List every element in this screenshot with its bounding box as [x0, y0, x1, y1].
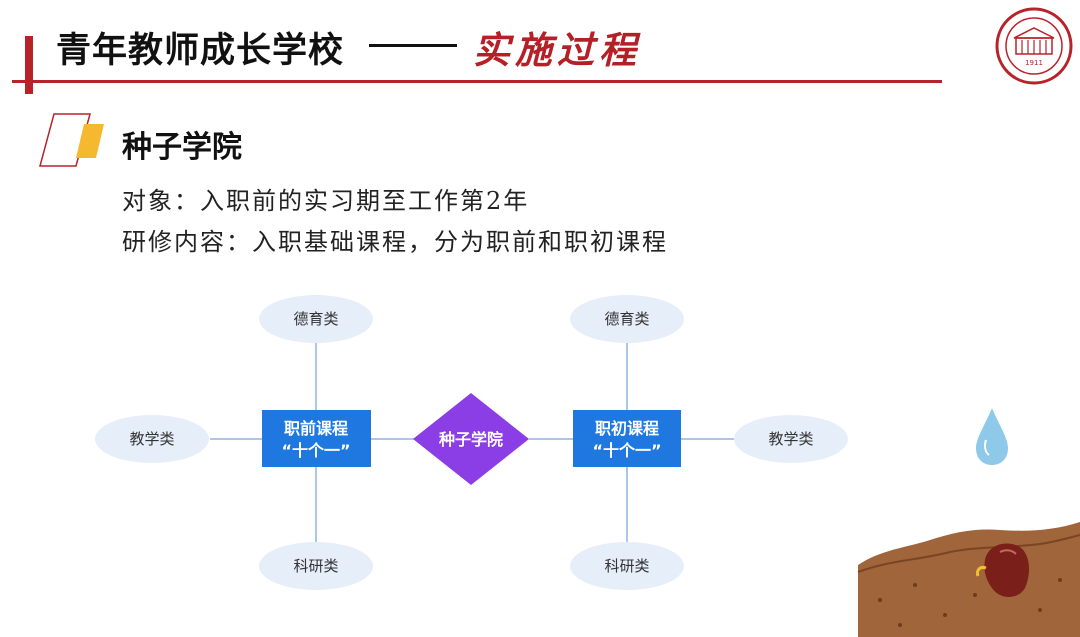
page-title: 青年教师成长学校 [56, 31, 345, 71]
title-dash [369, 44, 457, 47]
right-hub-line1: 职初课程 [595, 419, 659, 438]
left-hub-line1: 职前课程 [284, 419, 348, 438]
right-top-label: 德育类 [604, 310, 649, 328]
center-diamond: 种子学院 [413, 393, 529, 485]
right-hub-line2: “十个一” [592, 441, 661, 460]
section-parallelogram-icon [39, 113, 104, 167]
left-hub-box: 职前课程 “十个一” [262, 410, 371, 467]
right-bottom-oval: 科研类 [570, 542, 684, 590]
right-right-oval: 教学类 [734, 415, 848, 463]
center-label: 种子学院 [438, 430, 503, 449]
content-line: 研修内容：入职基础课程，分为职前和职初课程 [122, 228, 668, 256]
header-rule [12, 80, 942, 83]
left-bottom-oval: 科研类 [259, 542, 373, 590]
left-left-label: 教学类 [129, 430, 174, 448]
left-bottom-label: 科研类 [293, 557, 338, 575]
logo-year: 1911 [1025, 59, 1043, 67]
right-top-oval: 德育类 [570, 295, 684, 343]
right-hub-box: 职初课程 “十个一” [573, 410, 681, 467]
right-bottom-label: 科研类 [604, 557, 649, 575]
school-logo-icon: 1911 [995, 7, 1073, 85]
title-accent-bar [25, 36, 33, 94]
section-title: 种子学院 [122, 130, 242, 165]
left-hub-line2: “十个一” [281, 441, 350, 460]
left-top-label: 德育类 [293, 310, 338, 328]
right-right-label: 教学类 [768, 430, 813, 448]
target-line: 对象：入职前的实习期至工作第2年 [122, 187, 530, 215]
left-left-oval: 教学类 [95, 415, 209, 463]
left-top-oval: 德育类 [259, 295, 373, 343]
page-subtitle: 实施过程 [473, 28, 641, 72]
